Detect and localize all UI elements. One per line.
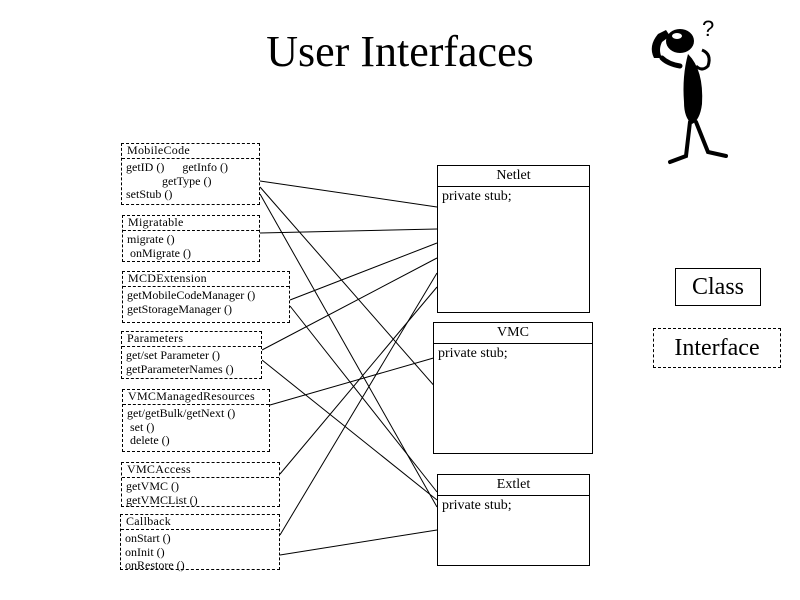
thinking-figure-icon: ? <box>651 16 728 164</box>
link-mobilecode-netlet <box>259 180 438 208</box>
page-title: User Interfaces <box>266 27 534 76</box>
link-mobilecode-extlet <box>259 193 438 508</box>
method: getVMC () <box>126 479 179 493</box>
interface-name: VMCManagedResources <box>123 390 269 405</box>
interface-methods: onStart ()onInit ()onRestore () <box>121 530 279 575</box>
method: setStub () <box>126 187 173 201</box>
interface-name: Parameters <box>122 332 261 347</box>
link-parameters-extlet <box>261 359 438 501</box>
link-vmcaccess-netlet <box>279 286 438 475</box>
class-name: Extlet <box>438 475 589 496</box>
interface-methods: getID () getInfo () getType ()setStub () <box>122 159 259 204</box>
interface-methods: get/getBulk/getNext () set () delete () <box>123 405 269 450</box>
class-attribute: private stub; <box>438 346 508 361</box>
method: onStart () <box>125 531 171 545</box>
method: onRestore () <box>125 558 185 572</box>
link-mobilecode-vmc <box>259 186 438 390</box>
class-vmc: VMC private stub; <box>433 322 593 454</box>
interface-mcdextension: MCDExtension getMobileCodeManager ()getS… <box>122 271 290 323</box>
legend-interface: Interface <box>653 328 781 368</box>
method: delete () <box>127 433 170 447</box>
interface-vmcaccess: VMCAccess getVMC ()getVMCList () <box>121 462 280 507</box>
link-callback-extlet <box>279 529 438 556</box>
class-attribute: private stub; <box>442 498 512 513</box>
method: getMobileCodeManager () <box>127 288 256 302</box>
interface-parameters: Parameters get/set Parameter ()getParame… <box>121 331 262 379</box>
link-vmcmanaged-vmc <box>269 356 438 406</box>
interface-mobilecode: MobileCode getID () getInfo () getType (… <box>121 143 260 205</box>
link-mcdextension-extlet <box>289 305 438 493</box>
method: get/set Parameter () <box>126 348 220 362</box>
method: getParameterNames () <box>126 361 234 376</box>
legend-class: Class <box>675 268 761 306</box>
interface-callback: Callback onStart ()onInit ()onRestore () <box>120 514 280 572</box>
method: onInit () <box>125 544 165 559</box>
link-callback-netlet <box>279 272 438 536</box>
method: getType () <box>126 173 212 188</box>
class-extlet: Extlet private stub; <box>437 474 590 566</box>
method: getStorageManager () <box>127 301 232 316</box>
question-mark-icon: ? <box>702 16 714 41</box>
method: set () <box>127 419 155 434</box>
interface-methods: migrate () onMigrate () <box>123 231 259 262</box>
class-name: Netlet <box>438 166 589 187</box>
link-parameters-netlet <box>261 257 438 351</box>
class-name: VMC <box>434 323 592 344</box>
interface-migratable: Migratable migrate () onMigrate () <box>122 215 260 262</box>
interface-methods: get/set Parameter ()getParameterNames () <box>122 347 261 378</box>
class-attribute: private stub; <box>442 189 512 204</box>
interface-vmcmanagedresources: VMCManagedResources get/getBulk/getNext … <box>122 389 270 452</box>
method: getVMCList () <box>126 492 198 507</box>
interface-methods: getVMC ()getVMCList () <box>122 478 279 509</box>
interface-name: Callback <box>121 515 279 530</box>
interface-name: MobileCode <box>122 144 259 159</box>
link-migratable-netlet <box>259 228 438 234</box>
method: migrate () <box>127 232 175 246</box>
class-netlet: Netlet private stub; <box>437 165 590 313</box>
interface-name: Migratable <box>123 216 259 231</box>
method: onMigrate () <box>127 245 191 260</box>
interface-methods: getMobileCodeManager ()getStorageManager… <box>123 287 289 318</box>
method: getID () getInfo () <box>126 160 228 174</box>
interface-name: MCDExtension <box>123 272 289 287</box>
link-mcdextension-netlet <box>289 242 438 301</box>
interface-name: VMCAccess <box>122 463 279 478</box>
method: get/getBulk/getNext () <box>127 406 236 420</box>
